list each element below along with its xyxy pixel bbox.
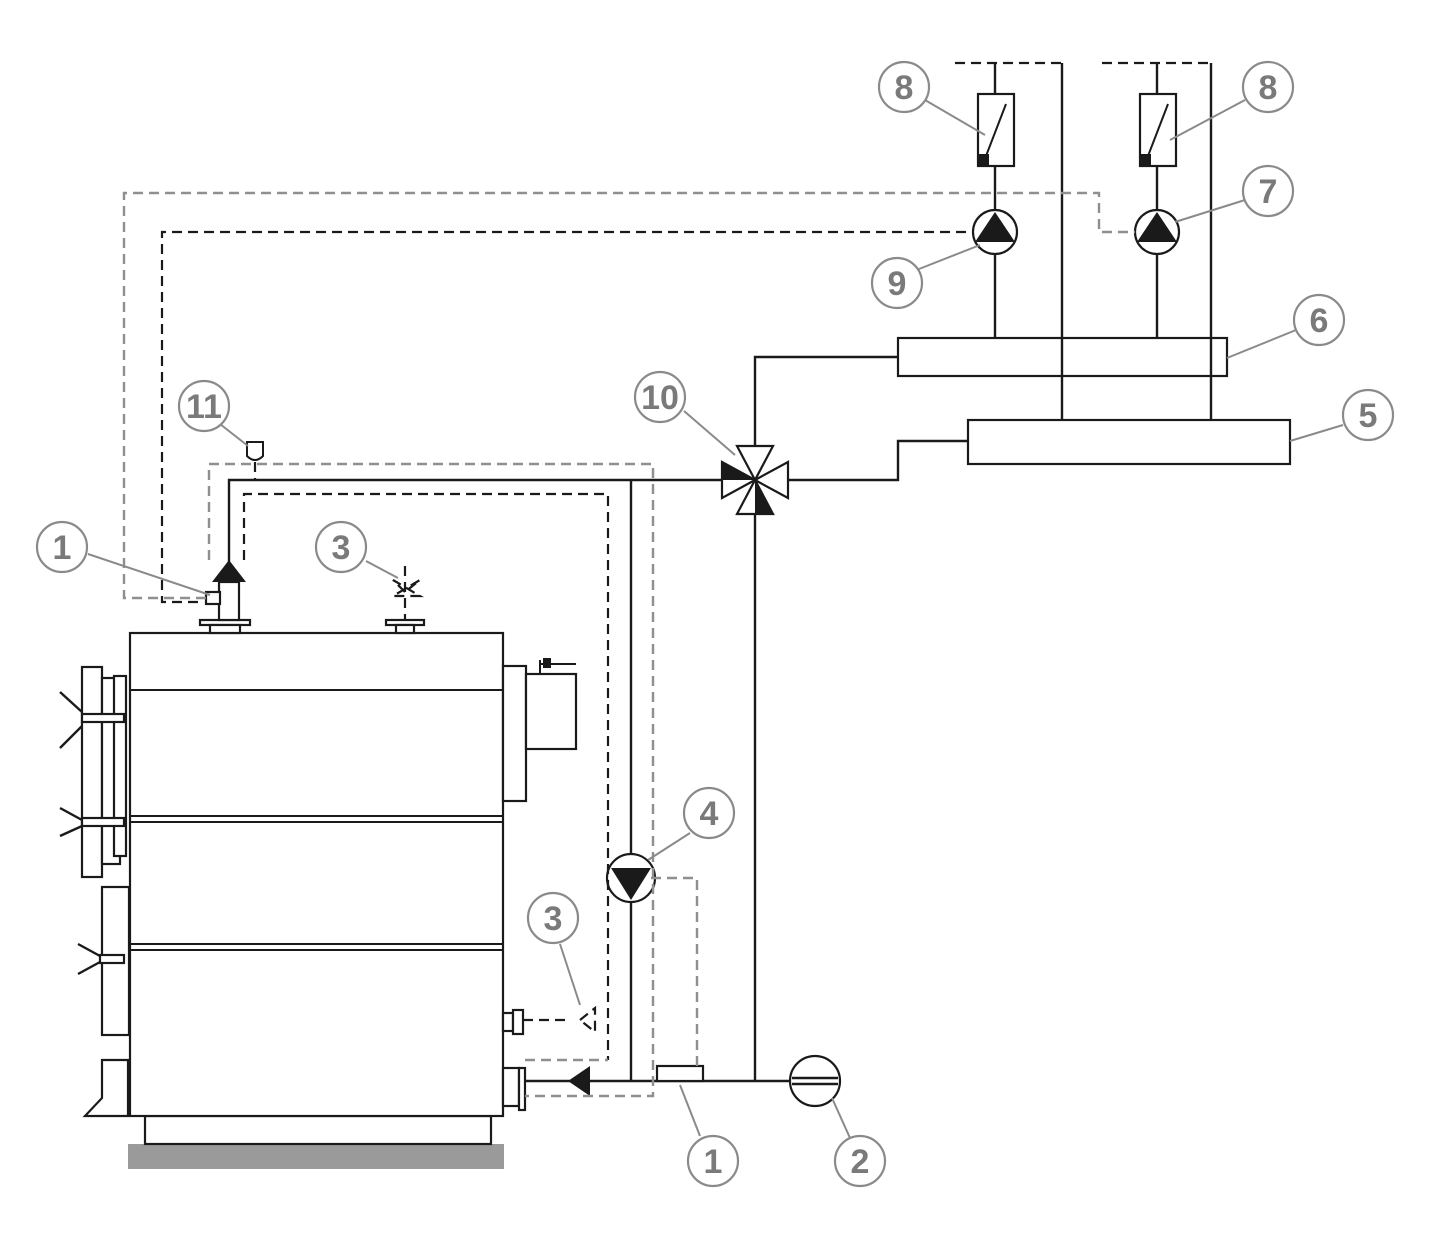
callout-label: 4 bbox=[700, 795, 719, 833]
callout-1-bottom: 1 bbox=[686, 1134, 740, 1188]
control-wiring bbox=[122, 191, 1135, 1098]
return-sensor-pocket bbox=[655, 1064, 705, 1083]
callout-label: 8 bbox=[1259, 69, 1278, 107]
callout-label: 1 bbox=[53, 529, 72, 567]
callout-10: 10 bbox=[633, 370, 687, 424]
boiler-plinth bbox=[143, 1114, 493, 1146]
safety-valve-top bbox=[388, 579, 425, 598]
callout-1-top: 1 bbox=[35, 520, 89, 574]
callout-label: 2 bbox=[851, 1143, 870, 1181]
callout-3-top: 3 bbox=[314, 520, 368, 574]
callout-7: 7 bbox=[1241, 164, 1295, 218]
callout-label: 11 bbox=[186, 388, 222, 426]
heating-circuit-left bbox=[971, 63, 1064, 420]
heating-circuit-right bbox=[1133, 63, 1213, 420]
callout-11: 11 bbox=[177, 379, 231, 433]
callout-9: 9 bbox=[870, 256, 924, 310]
callout-label: 3 bbox=[544, 900, 563, 938]
supply-pipe bbox=[204, 478, 724, 1081]
callout-8-left: 8 bbox=[877, 60, 931, 114]
boiler-pump bbox=[605, 852, 657, 904]
boiler bbox=[59, 618, 578, 1169]
callout-3-bottom: 3 bbox=[526, 891, 580, 945]
expansion-vessel bbox=[788, 1054, 842, 1108]
callout-label: 1 bbox=[704, 1143, 723, 1181]
callout-label: 8 bbox=[895, 69, 914, 107]
boiler-body bbox=[128, 631, 505, 1118]
supply-check-arrow bbox=[212, 560, 246, 582]
upper-door bbox=[80, 665, 104, 879]
callout-4: 4 bbox=[682, 786, 736, 840]
callout-label: 5 bbox=[1359, 397, 1378, 435]
callout-8-right: 8 bbox=[1241, 60, 1295, 114]
door-handle-1 bbox=[59, 691, 126, 749]
controller-box bbox=[501, 664, 528, 803]
callout-5: 5 bbox=[1341, 388, 1395, 442]
leader-lines bbox=[87, 99, 1344, 1139]
return-header bbox=[966, 418, 1292, 466]
door-handle-3 bbox=[77, 942, 126, 976]
safety-valve-bottom bbox=[578, 1005, 597, 1035]
mixing-valve bbox=[720, 444, 790, 516]
callout-label: 6 bbox=[1310, 302, 1329, 340]
return-check-arrow bbox=[568, 1066, 590, 1096]
callout-label: 9 bbox=[888, 265, 907, 303]
callout-2: 2 bbox=[833, 1134, 887, 1188]
air-vent bbox=[246, 441, 264, 461]
boiler-base bbox=[128, 1144, 504, 1169]
callout-6: 6 bbox=[1292, 293, 1346, 347]
ash-door bbox=[82, 1058, 130, 1118]
callout-label: 10 bbox=[641, 379, 679, 417]
callout-label: 7 bbox=[1259, 173, 1278, 211]
return-pipe bbox=[525, 515, 812, 1096]
door-handle-2 bbox=[59, 806, 126, 838]
callout-label: 3 bbox=[332, 529, 351, 567]
